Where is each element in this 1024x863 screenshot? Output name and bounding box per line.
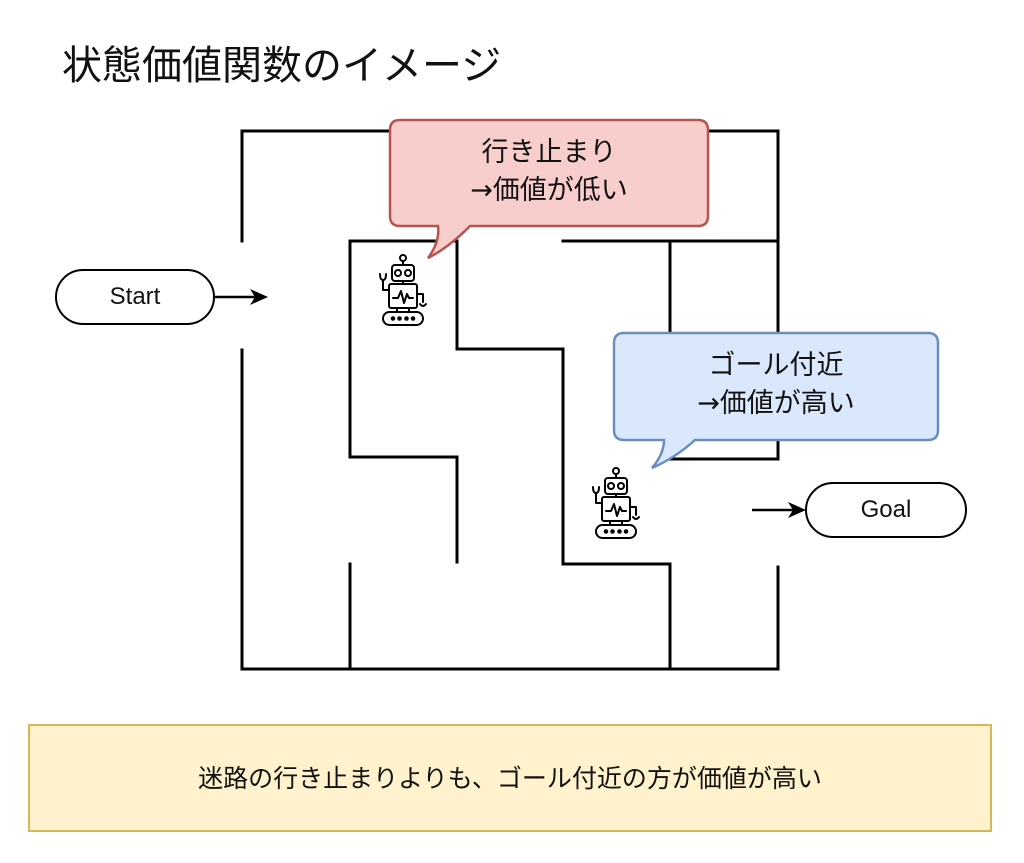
dead-end-bubble — [388, 118, 710, 260]
near-goal-line1: ゴール付近 — [708, 350, 844, 381]
robot-icon — [592, 467, 640, 539]
robot-icon — [379, 254, 427, 326]
summary-note: 迷路の行き止まりよりも、ゴール付近の方が価値が高い — [28, 724, 992, 832]
dead-end-line2: →価値が低い — [470, 175, 628, 206]
dead-end-bubble-text: 行き止まり →価値が低い — [390, 134, 708, 210]
start-label: Start — [109, 283, 161, 310]
near-goal-bubble-text: ゴール付近 →価値が高い — [614, 347, 938, 423]
goal-arrow — [752, 502, 806, 518]
near-goal-line2: →価値が高い — [697, 388, 855, 419]
goal-label: Goal — [860, 496, 912, 523]
maze — [240, 129, 780, 671]
start-arrow — [214, 289, 268, 305]
dead-end-line1: 行き止まり — [481, 137, 617, 168]
page-title: 状態価値関数のイメージ — [62, 43, 502, 89]
near-goal-bubble — [612, 331, 940, 470]
summary-note-text: 迷路の行き止まりよりも、ゴール付近の方が価値が高い — [198, 764, 822, 793]
